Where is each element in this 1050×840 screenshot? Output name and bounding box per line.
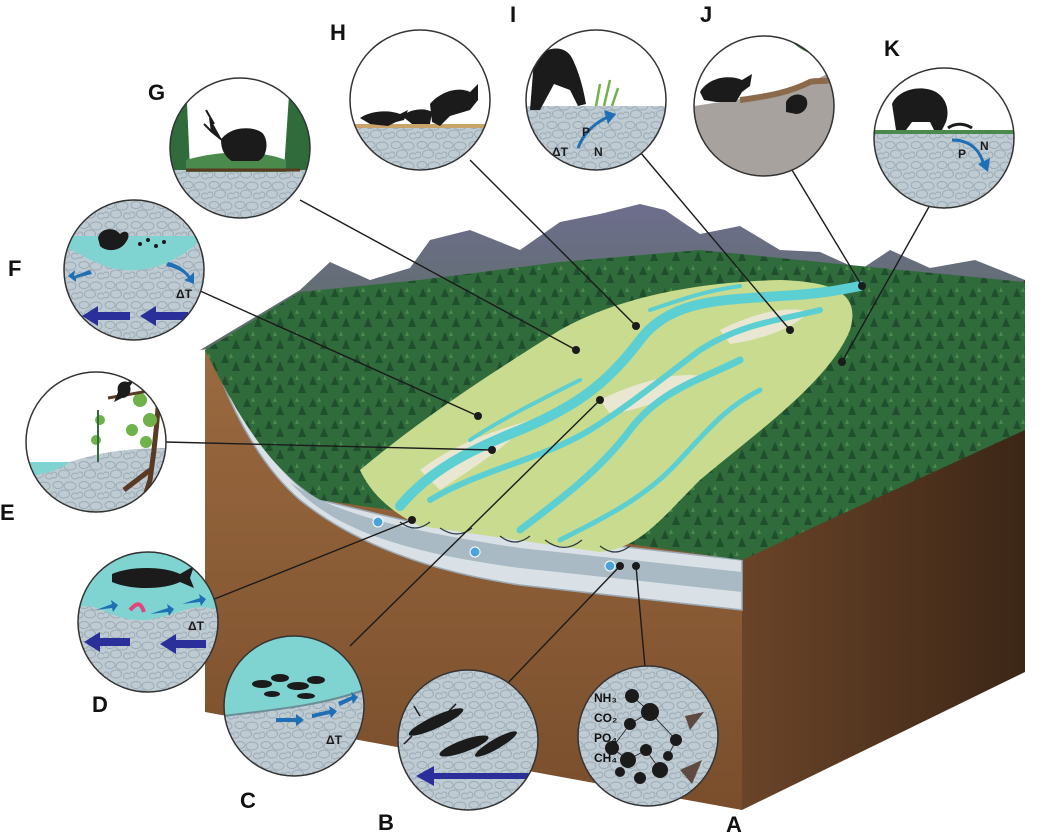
inset-d-trout: ΔT D bbox=[77, 551, 219, 717]
gravel-bars bbox=[420, 309, 810, 490]
callout-letter-i: I bbox=[510, 2, 516, 27]
nutrient-n-label-i: N bbox=[594, 145, 603, 159]
inset-a-microbes: NH₃ CO₂ PO₄ CH₄ A bbox=[577, 665, 742, 837]
delta-t-label-d: ΔT bbox=[188, 619, 205, 633]
delta-t-label-c: ΔT bbox=[326, 733, 343, 747]
flow-arrows-f bbox=[82, 306, 188, 326]
delta-t-label-f: ΔT bbox=[176, 287, 193, 301]
inset-j-wolf-beaver: J bbox=[693, 2, 835, 177]
braided-river-channels bbox=[395, 281, 865, 543]
callout-letter-g: G bbox=[148, 80, 165, 105]
nutrient-p-label-k: P bbox=[958, 147, 966, 161]
chem-label-2: CO₂ bbox=[594, 711, 617, 725]
inset-f-frog: ΔT F bbox=[8, 199, 205, 341]
callout-letter-k: K bbox=[884, 36, 900, 61]
leader-lines bbox=[164, 151, 931, 687]
chem-label-4: CH₄ bbox=[594, 751, 617, 765]
kingfisher-icon bbox=[114, 378, 136, 402]
inset-i-moose: ΔT P N I bbox=[510, 2, 667, 171]
inset-e-kingfisher: E bbox=[0, 371, 167, 525]
stonefly-nymph-icon bbox=[403, 703, 517, 757]
inset-k-grizzly: P N K bbox=[873, 36, 1015, 209]
inset-c-eggs: ΔT C bbox=[223, 635, 365, 813]
chem-label-3: PO₄ bbox=[594, 731, 617, 745]
hyporheic-arrows-d bbox=[96, 594, 206, 616]
hyporheic-zone bbox=[290, 482, 742, 592]
trout-icon bbox=[112, 566, 194, 588]
moose-grazing-icon bbox=[530, 48, 586, 110]
callout-letter-e: E bbox=[0, 500, 15, 525]
callout-letter-j: J bbox=[700, 2, 712, 27]
inset-b-stonefly: B bbox=[378, 669, 539, 835]
flow-arrows-d bbox=[84, 632, 206, 654]
microbe-biofilm-icon bbox=[605, 689, 704, 784]
fish-eggs-icon bbox=[252, 674, 325, 699]
inset-g-elk: G bbox=[148, 77, 311, 219]
hyporheic-arrows-f bbox=[68, 262, 194, 284]
callout-letter-c: C bbox=[240, 788, 256, 813]
callout-letter-f: F bbox=[8, 256, 21, 281]
elk-icon bbox=[203, 109, 267, 161]
callout-letter-d: D bbox=[92, 692, 108, 717]
inset-h-wolf-elk: H bbox=[330, 20, 491, 171]
nutrient-p-label-i: P bbox=[582, 125, 590, 139]
hyporheic-arrows-c bbox=[276, 692, 358, 726]
upwelling-bubbles bbox=[372, 516, 616, 572]
chem-label-1: NH₃ bbox=[594, 691, 617, 705]
wolf-and-beaver-icon bbox=[700, 74, 808, 114]
callout-letter-b: B bbox=[378, 810, 394, 835]
wolf-chasing-elk-icon bbox=[360, 84, 478, 126]
streambed-pools bbox=[399, 521, 631, 553]
leader-endpoints bbox=[408, 282, 866, 570]
nutrient-n-label-k: N bbox=[980, 139, 989, 153]
delta-t-label-i: ΔT bbox=[552, 145, 569, 159]
callout-letter-a: A bbox=[726, 812, 742, 837]
callout-letter-h: H bbox=[330, 20, 346, 45]
frog-icon bbox=[98, 229, 129, 251]
grizzly-bear-icon bbox=[892, 88, 948, 130]
